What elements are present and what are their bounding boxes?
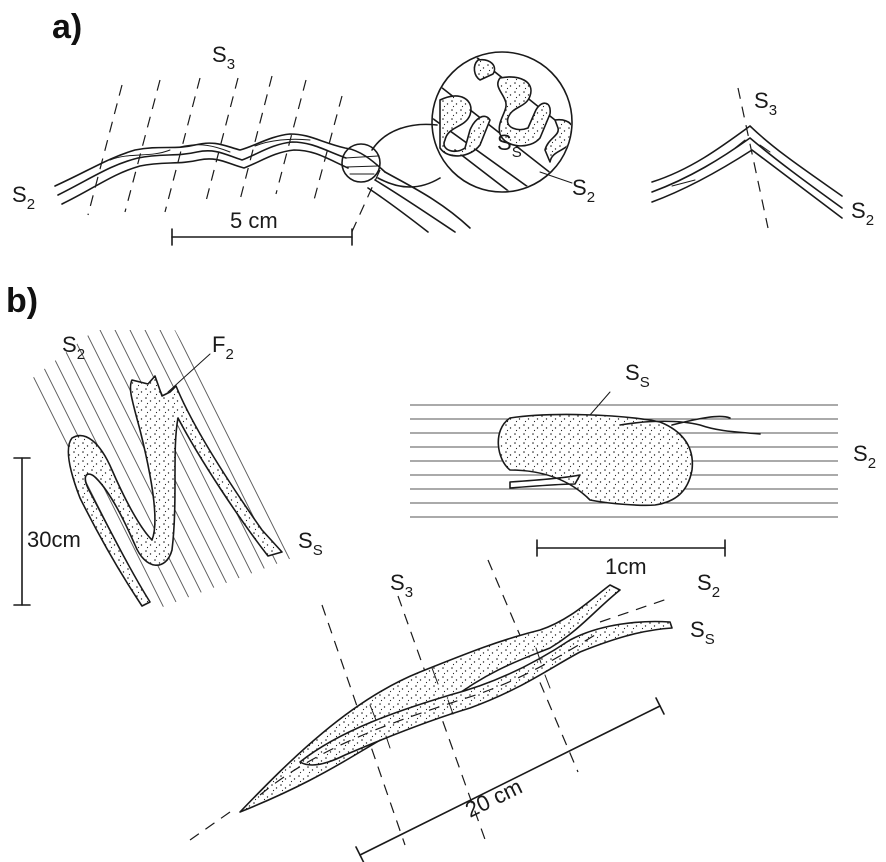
a-label-s3-right: S3 bbox=[754, 88, 777, 119]
b-label-s2-fold: S2 bbox=[62, 332, 85, 363]
panel-b: b) S2 F2 SS bbox=[0, 282, 876, 862]
a-label-s3-top: S3 bbox=[212, 42, 235, 73]
panel-b-heading: b) bbox=[6, 282, 38, 320]
a-zoom-connector bbox=[372, 124, 437, 150]
a-label-s2-left: S2 bbox=[12, 182, 35, 213]
b-fold-scale-bar: 30cm bbox=[14, 458, 81, 605]
b-fold-scale-label: 30cm bbox=[27, 527, 81, 552]
b-label-ss-clast: SS bbox=[625, 360, 650, 391]
a-scale-bar: 5 cm bbox=[172, 208, 352, 245]
a-scale-label: 5 cm bbox=[230, 208, 278, 233]
b-f2-pointer bbox=[168, 354, 210, 392]
b-label-ss-lens: SS bbox=[690, 617, 715, 648]
panel-a: a) bbox=[12, 8, 874, 245]
b-label-s3-lens: S3 bbox=[390, 570, 413, 601]
b-lens-scale-label: 20 cm bbox=[461, 774, 526, 823]
a-label-s2-right: S2 bbox=[851, 198, 874, 229]
b-lens bbox=[190, 560, 672, 845]
b-clast-scale-label: 1cm bbox=[605, 554, 647, 579]
a-label-s2-inset: S2 bbox=[572, 175, 595, 206]
b-label-f2: F2 bbox=[212, 332, 234, 363]
b-label-ss-fold: SS bbox=[298, 528, 323, 559]
b-fold-layer bbox=[68, 376, 282, 606]
panel-a-heading: a) bbox=[52, 8, 82, 46]
b-label-s2-lens: S2 bbox=[697, 570, 720, 601]
b-label-s2-clast: S2 bbox=[853, 441, 876, 472]
a-chevron-fold bbox=[652, 88, 842, 228]
b-clast: SS S2 bbox=[410, 360, 876, 517]
